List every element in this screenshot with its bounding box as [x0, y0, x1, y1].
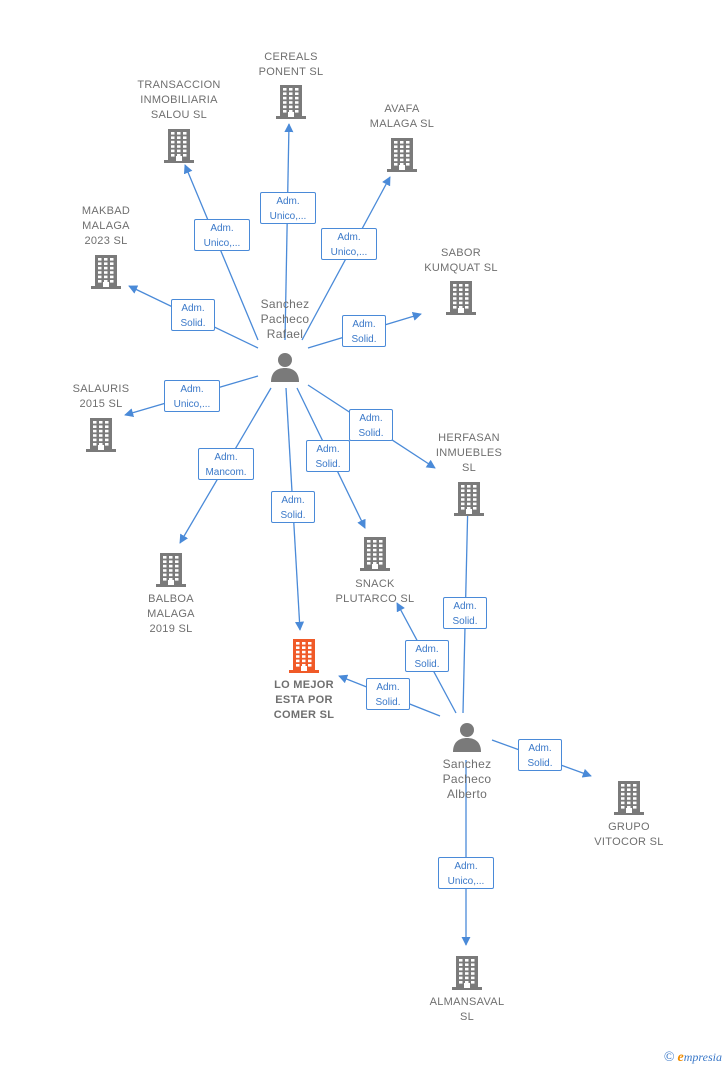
building-icon — [91, 255, 121, 289]
edge-line-rafael-cereals — [284, 123, 294, 341]
building-icon — [86, 418, 116, 452]
node-label: SABOR KUMQUAT SL — [424, 247, 498, 274]
edge-label-alberto-almansaval[interactable]: Adm. Unico,... — [438, 857, 494, 889]
building-icon — [289, 639, 319, 673]
node-label: Sanchez Pacheco Rafael — [260, 297, 310, 341]
edge-label-rafael-snack[interactable]: Adm. Solid. — [306, 440, 350, 472]
person-icon — [453, 723, 481, 752]
brand-initial: e — [677, 1050, 684, 1065]
edge-label-rafael-cereals[interactable]: Adm. Unico,... — [260, 192, 316, 224]
edge-label-alberto-grupo[interactable]: Adm. Solid. — [518, 739, 562, 771]
building-icon — [387, 138, 417, 172]
node-label: LO MEJOR ESTA POR COMER SL — [273, 679, 335, 721]
node-label: CEREALS PONENT SL — [258, 51, 324, 78]
edge-label-rafael-avafa[interactable]: Adm. Unico,... — [321, 228, 377, 260]
building-icon — [276, 85, 306, 119]
building-icon — [454, 482, 484, 516]
building-icon — [614, 781, 644, 815]
node-label: SALAURIS 2015 SL — [72, 383, 130, 410]
edge-label-rafael-makbad[interactable]: Adm. Solid. — [171, 299, 215, 331]
node-label: MAKBAD MALAGA 2023 SL — [81, 205, 131, 247]
edge-label-rafael-transaccion[interactable]: Adm. Unico,... — [194, 219, 250, 251]
brand-logo[interactable]: ©empresia — [664, 1050, 722, 1066]
node-label: AVAFA MALAGA SL — [369, 103, 435, 130]
building-icon — [164, 129, 194, 163]
edge-label-rafael-balboa[interactable]: Adm. Mancom. — [198, 448, 254, 480]
building-icon — [360, 537, 390, 571]
node-label: TRANSACCION INMOBILIARIA SALOU SL — [137, 79, 221, 121]
person-icon — [271, 353, 299, 382]
node-label: SNACK PLUTARCO SL — [335, 578, 415, 605]
edge-label-rafael-salauris[interactable]: Adm. Unico,... — [164, 380, 220, 412]
edge-label-rafael-sabor[interactable]: Adm. Solid. — [342, 315, 386, 347]
edge-label-rafael-lomejor[interactable]: Adm. Solid. — [271, 491, 315, 523]
node-label: HERFASAN INMUEBLES SL — [435, 432, 503, 474]
node-label: Sanchez Pacheco Alberto — [442, 757, 492, 801]
edge-label-alberto-lomejor[interactable]: Adm. Solid. — [366, 678, 410, 710]
node-label: GRUPO VITOCOR SL — [594, 821, 664, 848]
building-icon — [452, 956, 482, 990]
brand-name: mpresia — [683, 1050, 722, 1064]
edge-label-rafael-herfasan[interactable]: Adm. Solid. — [349, 409, 393, 441]
building-icon — [446, 281, 476, 315]
node-label: BALBOA MALAGA 2019 SL — [147, 593, 195, 635]
node-label: ALMANSAVAL SL — [429, 996, 505, 1023]
edge-label-alberto-snack[interactable]: Adm. Solid. — [405, 640, 449, 672]
copyright-symbol: © — [663, 1050, 675, 1065]
edge-line-rafael-transaccion — [183, 164, 259, 341]
building-icon — [156, 553, 186, 587]
edge-label-alberto-herfasan[interactable]: Adm. Solid. — [443, 597, 487, 629]
